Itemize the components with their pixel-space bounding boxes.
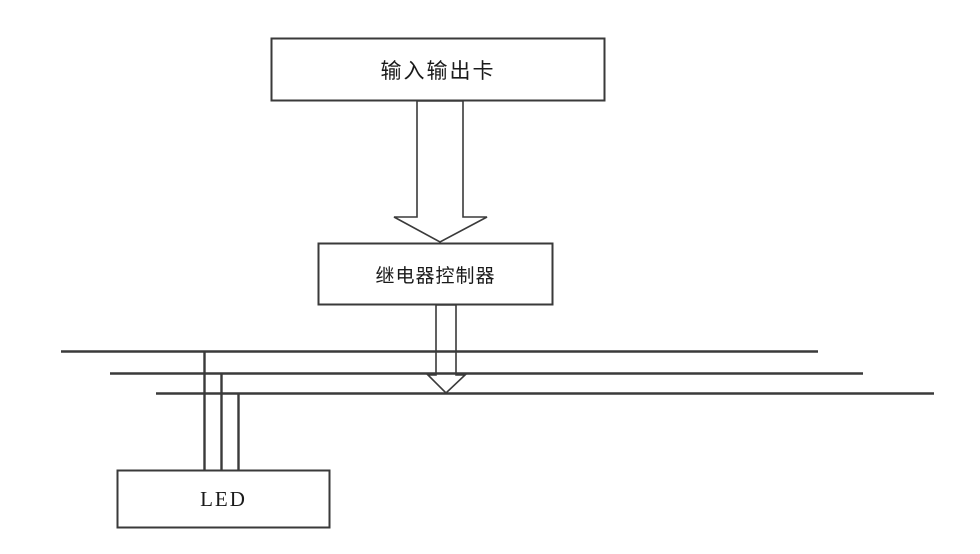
arrow-relay-to-bus-icon (426, 304, 468, 395)
node-box-led (116, 469, 331, 529)
node-box-relay-controller (317, 242, 554, 306)
node-box-io-card (270, 37, 606, 102)
arrow-io-to-relay-icon (393, 100, 488, 243)
